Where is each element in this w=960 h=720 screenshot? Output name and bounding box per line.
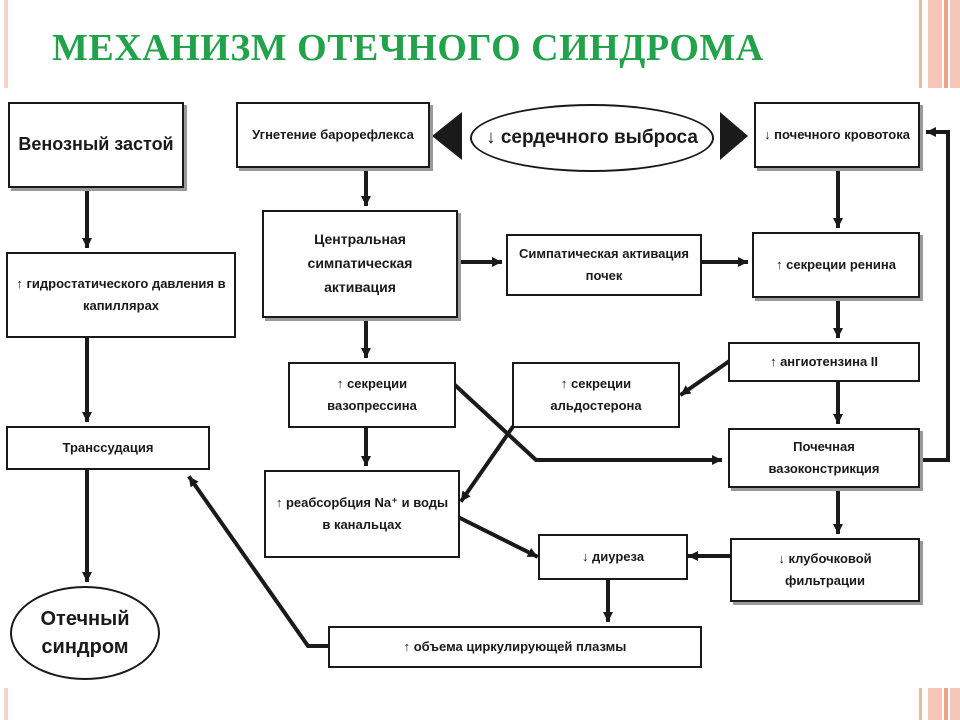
right-edge-stripe-bottom xyxy=(919,688,922,720)
slide-title: МЕХАНИЗМ ОТЕЧНОГО СИНДРОМА xyxy=(52,27,764,69)
node-renal-blood-flow: ↓ почечного кровотока xyxy=(754,102,920,168)
node-cardiac-output: ↓ сердечного выброса xyxy=(470,104,714,172)
node-transudation: Транссудация xyxy=(6,426,210,470)
right-edge-stripe xyxy=(950,0,960,88)
arrow-vasopressin-vasoconstriction xyxy=(453,383,722,465)
node-hydrostatic-pressure: ↑ гидростатического давления в капилляра… xyxy=(6,252,236,338)
triangle-arrow-right xyxy=(720,112,748,160)
node-diuresis: ↓ диуреза xyxy=(538,534,688,580)
node-plasma-volume: ↑ объема циркулирующей плазмы xyxy=(328,626,702,668)
arrow-angiotensin-aldosterone xyxy=(679,359,731,397)
left-edge-stripe-bottom xyxy=(4,688,8,720)
right-edge-stripe xyxy=(919,0,922,88)
arrow-aldosterone-reabsorption xyxy=(459,425,515,503)
node-edema-syndrome: Отечный синдром xyxy=(10,586,160,680)
node-baroreflex: Угнетение барорефлекса xyxy=(236,102,430,168)
node-reabsorption: ↑ реабсорбция Na⁺ и воды в канальцах xyxy=(264,470,460,558)
right-edge-stripe-bottom xyxy=(950,688,960,720)
node-angiotensin: ↑ ангиотензина II xyxy=(728,342,920,382)
node-vasopressin: ↑ секреции вазопрессина xyxy=(288,362,456,428)
node-renal-vasoconstriction: Почечная вазоконстрикция xyxy=(728,428,920,488)
node-central-sympathetic: Центральная симпатическая активация xyxy=(262,210,458,318)
node-gfr: ↓ клубочковой фильтрации xyxy=(730,538,920,602)
arrow-reabsorption-diuresis xyxy=(457,515,539,559)
node-aldosterone: ↑ секреции альдостерона xyxy=(512,362,680,428)
node-venous-congestion: Венозный застой xyxy=(8,102,184,188)
right-edge-stripe-bottom xyxy=(944,688,948,720)
right-edge-stripe xyxy=(944,0,948,88)
triangle-arrow-left xyxy=(432,112,462,160)
node-renal-sympathetic: Симпатическая активация почек xyxy=(506,234,702,296)
node-renin: ↑ секреции ренина xyxy=(752,232,920,298)
arrow-vasoconstriction-renalflow xyxy=(918,130,950,462)
right-edge-stripe-bottom xyxy=(928,688,942,720)
right-edge-stripe xyxy=(928,0,942,88)
arrow-plasma-transudation xyxy=(187,475,330,648)
left-edge-stripe xyxy=(4,0,8,88)
